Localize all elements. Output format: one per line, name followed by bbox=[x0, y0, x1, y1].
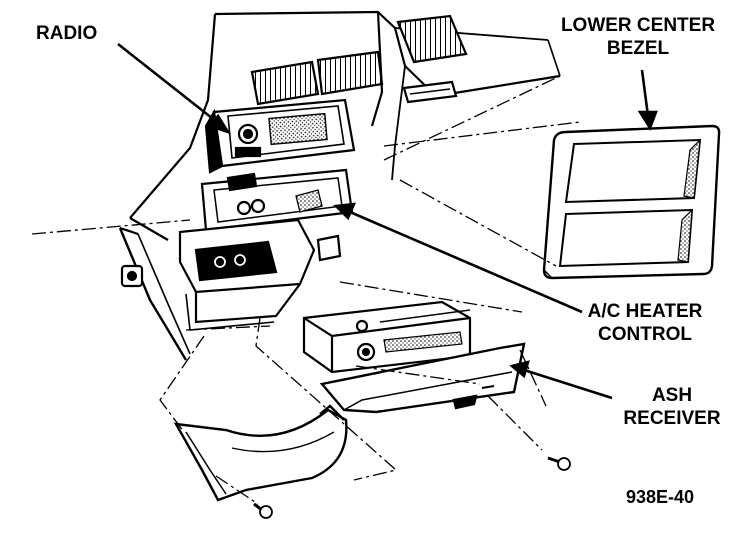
radio-label: RADIO bbox=[36, 22, 97, 45]
assembly-guide-lines bbox=[31, 75, 581, 505]
lower-center-bezel-label: LOWER CENTER BEZEL bbox=[548, 14, 728, 60]
radio-label-text: RADIO bbox=[36, 23, 98, 44]
ash-receiver-label-line1: ASH bbox=[651, 385, 693, 406]
lower-center-bezel-part bbox=[542, 124, 721, 280]
ac-heater-control-label-line2: CONTROL bbox=[598, 324, 692, 345]
ash-receiver-label-line2: RECEIVER bbox=[623, 408, 721, 429]
lower-center-bezel-label-line2: BEZEL bbox=[606, 38, 670, 59]
ash-receiver-label: ASH RECEIVER bbox=[612, 384, 732, 430]
ash-receiver-housing bbox=[302, 300, 472, 374]
callout-leaders bbox=[117, 42, 658, 400]
center-air-vents bbox=[250, 50, 384, 106]
ac-heater-control-label: A/C HEATER CONTROL bbox=[566, 300, 724, 346]
ac-heater-control-unit bbox=[200, 168, 354, 232]
lower-trim-cover bbox=[173, 404, 348, 502]
side-air-vent bbox=[396, 14, 468, 104]
figure-code: 938E-40 bbox=[626, 486, 694, 509]
radio-unit bbox=[204, 98, 356, 174]
mounting-screws bbox=[253, 456, 571, 519]
lower-dash-housing bbox=[120, 218, 342, 331]
lower-center-bezel-label-line1: LOWER CENTER bbox=[560, 15, 716, 36]
figure-code-text: 938E-40 bbox=[626, 487, 695, 507]
ac-heater-control-label-line1: A/C HEATER bbox=[587, 301, 703, 322]
